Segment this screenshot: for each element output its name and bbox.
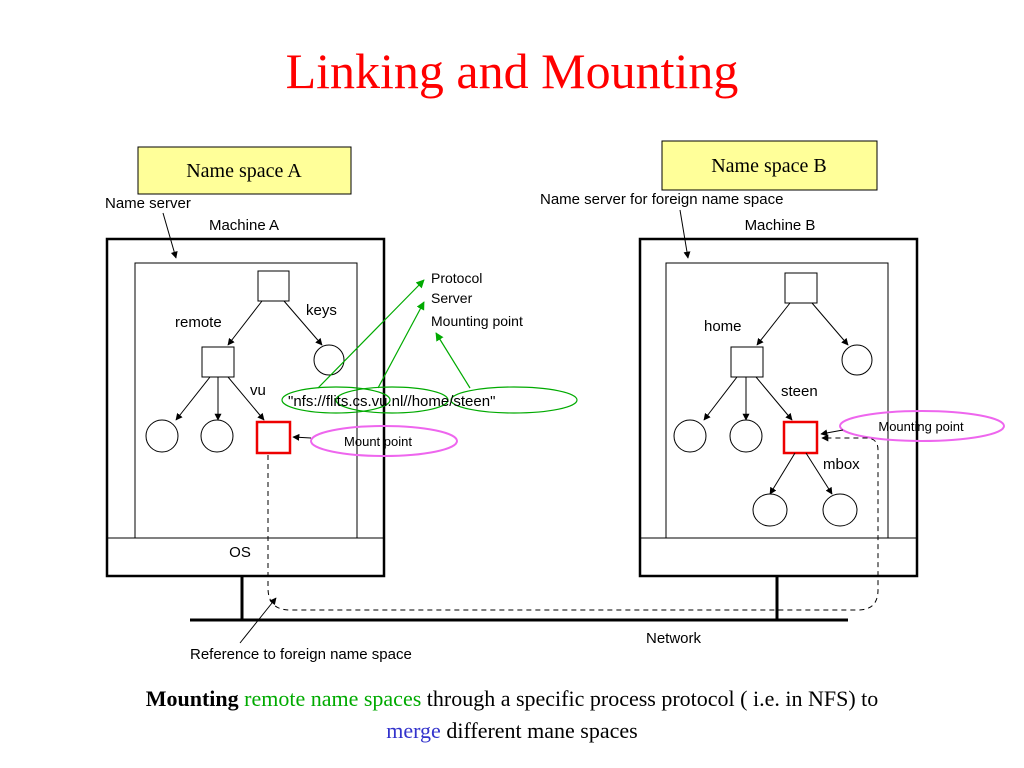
tree-b [673, 272, 873, 527]
namespace-a-box: Name space A [137, 146, 352, 195]
namespace-b-label: Name space B [711, 155, 827, 177]
name-server-a-arrow [162, 212, 178, 259]
slide-caption: Mounting remote name spaces through a sp… [0, 683, 1024, 747]
nfs-url: "nfs://flits.cs.vu.nl//home/steen" [281, 386, 578, 414]
node-vu-label: vu [250, 382, 266, 399]
node-home-label: home [704, 318, 742, 335]
callout-protocol: Protocol [431, 270, 482, 286]
mounting-point-label: Mounting point [878, 419, 964, 434]
tree-a-remote-node [201, 346, 235, 378]
reference-arrow [239, 597, 277, 644]
callout-server: Server [431, 290, 473, 306]
node-mbox-label: mbox [823, 456, 860, 473]
reference-label: Reference to foreign name space [190, 646, 412, 663]
slide-title: Linking and Mounting [285, 43, 739, 99]
machine-a: Machine A OS [105, 217, 386, 578]
name-server-b-label: Name server for foreign name space [540, 191, 783, 208]
nfs-url-text: "nfs://flits.cs.vu.nl//home/steen" [288, 393, 495, 410]
mount-point-square [255, 420, 292, 455]
machine-b-label: Machine B [745, 217, 816, 234]
namespace-b-box: Name space B [661, 140, 878, 191]
mount-point-label: Mount point [344, 434, 412, 449]
network: Network [190, 576, 848, 647]
caption-line-2: merge different mane spaces [0, 715, 1024, 747]
node-steen-label: steen [781, 383, 818, 400]
mounting-point-square [782, 420, 819, 455]
node-remote-label: remote [175, 314, 222, 331]
caption-remote-name-spaces: remote name spaces [244, 686, 422, 711]
caption-rest-line-1: through a specific process protocol ( i.… [426, 686, 879, 711]
name-server-a-label: Name server [105, 195, 191, 212]
caption-merge: merge [386, 718, 441, 743]
tree-a-keys-node [313, 344, 345, 376]
mounting-point-callout: Mounting point [820, 410, 1005, 442]
name-server-b-arrow [679, 209, 691, 259]
caption-rest-line-2: different mane spaces [446, 718, 638, 743]
tree-a [145, 270, 345, 455]
reference-dashed-path [267, 434, 879, 611]
callout-mounting-point: Mounting point [431, 313, 523, 329]
os-label: OS [229, 544, 251, 561]
tree-a-root-node [257, 270, 290, 302]
caption-mounting: Mounting [145, 686, 239, 711]
tree-b-home-node [730, 346, 764, 378]
callout-arrows [317, 279, 471, 389]
linking-mounting-diagram: Name space A Name space B Name server Na… [105, 140, 1005, 663]
network-label: Network [646, 630, 702, 647]
node-keys-label: keys [306, 302, 337, 319]
namespace-a-label: Name space A [186, 160, 302, 182]
caption-line-1: Mounting remote name spaces through a sp… [0, 683, 1024, 715]
mount-point-callout: Mount point [292, 425, 458, 457]
tree-b-root-node [784, 272, 818, 304]
machine-a-label: Machine A [209, 217, 279, 234]
